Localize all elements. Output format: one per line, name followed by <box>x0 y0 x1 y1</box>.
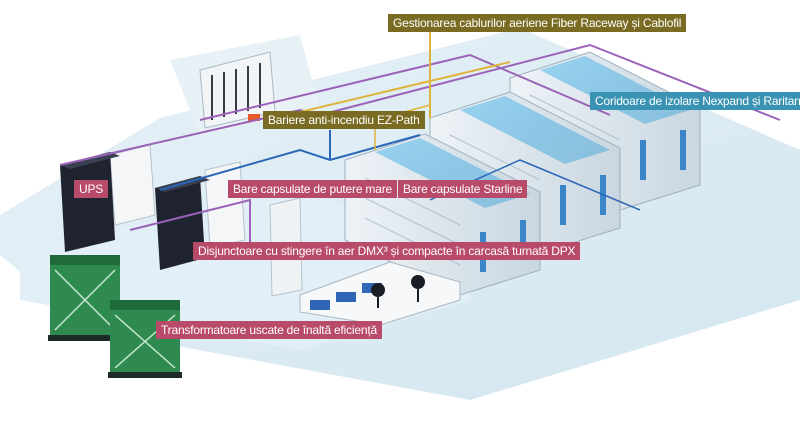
label-fiber-raceway: Gestionarea cablurilor aeriene Fiber Rac… <box>388 14 687 32</box>
network-racks <box>199 51 276 129</box>
ups-cabinets <box>60 152 210 270</box>
label-fire-barrier: Bariere anti-incendiu EZ-Path <box>263 111 425 129</box>
label-containment: Coridoare de izolare Nexpand și Raritan <box>590 92 800 110</box>
operator-desks <box>299 261 461 326</box>
label-transformers: Transformatoare uscate de înaltă eficien… <box>156 321 382 339</box>
label-power-busway: Bare capsulate de putere mare <box>228 180 397 198</box>
label-ups: UPS <box>74 180 109 198</box>
label-breakers: Disjunctoare cu stingere în aer DMX³ și … <box>193 242 581 260</box>
label-starline: Bare capsulate Starline <box>398 180 528 198</box>
